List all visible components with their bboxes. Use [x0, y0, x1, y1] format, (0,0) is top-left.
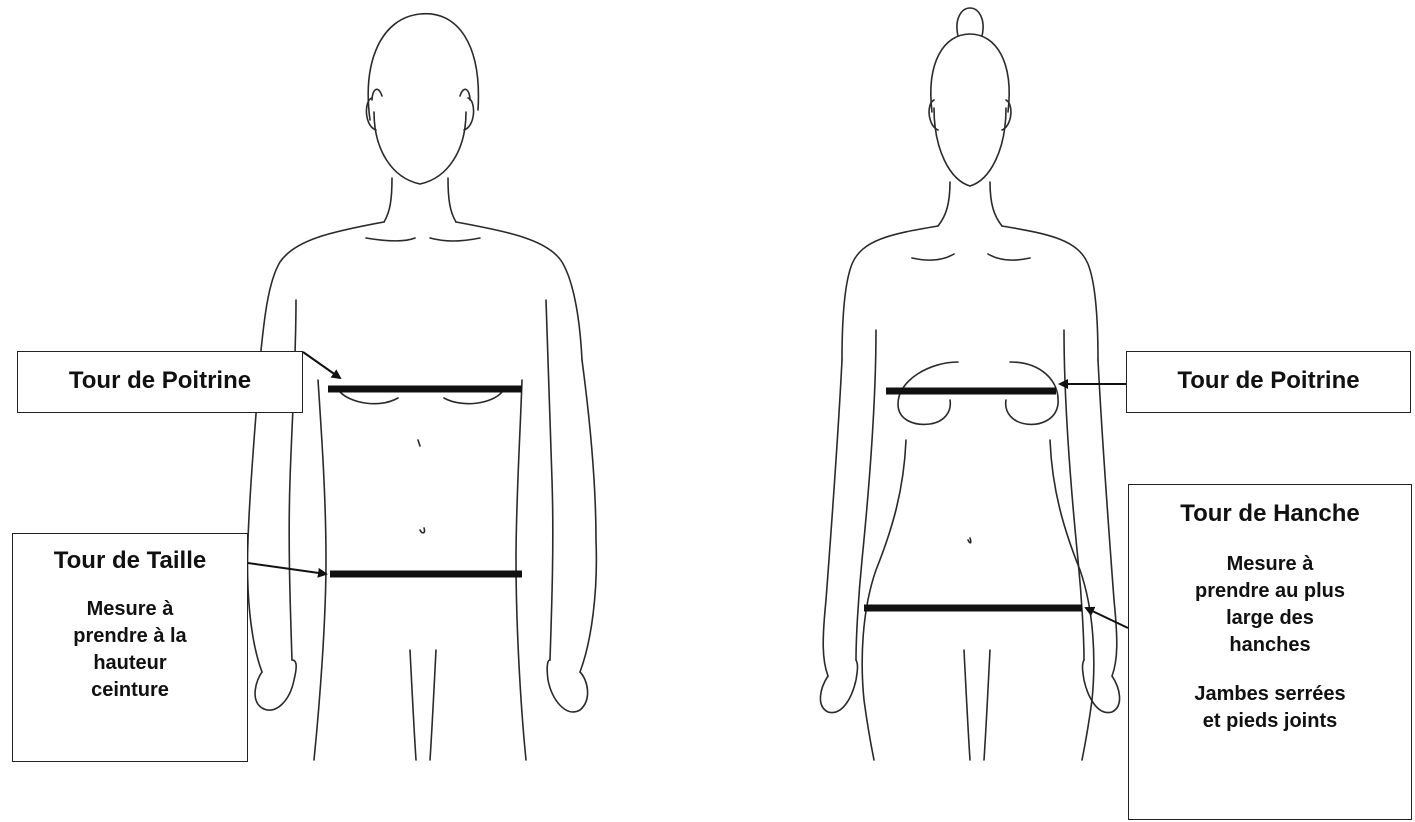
note-line: hauteur [13, 650, 247, 677]
arrow-icon [248, 563, 326, 574]
note-line: hanches [1129, 632, 1411, 659]
male-chest-label: Tour de Poitrine [17, 351, 303, 413]
male-waist-label: Tour de Taille Mesure à prendre à la hau… [12, 533, 248, 762]
male-waist-title: Tour de Taille [13, 546, 247, 576]
note-line: prendre à la [13, 623, 247, 650]
note-line: prendre au plus [1129, 578, 1411, 605]
female-chest-title: Tour de Poitrine [1127, 366, 1410, 396]
note-line: Mesure à [13, 596, 247, 623]
note-line: ceinture [13, 677, 247, 704]
male-chest-title: Tour de Poitrine [18, 366, 302, 396]
arrow-icon [303, 352, 340, 378]
female-stance-note: Jambes serrées et pieds joints [1129, 681, 1411, 735]
female-chest-label: Tour de Poitrine [1126, 351, 1411, 413]
male-waist-note: Mesure à prendre à la hauteur ceinture [13, 596, 247, 704]
female-hip-note: Mesure à prendre au plus large des hanch… [1129, 551, 1411, 659]
note-line: Jambes serrées [1129, 681, 1411, 708]
note-line: Mesure à [1129, 551, 1411, 578]
note-line: large des [1129, 605, 1411, 632]
female-hip-label: Tour de Hanche Mesure à prendre au plus … [1128, 484, 1412, 820]
female-hip-title: Tour de Hanche [1129, 499, 1411, 529]
note-line: et pieds joints [1129, 708, 1411, 735]
